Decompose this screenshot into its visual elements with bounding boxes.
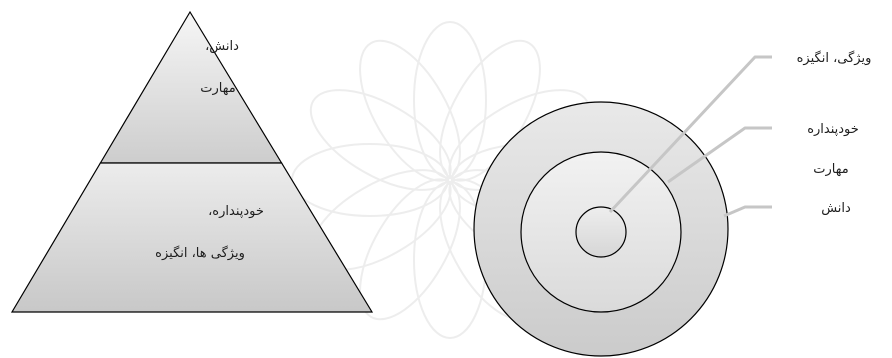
pyramid-bottom-layer: [12, 163, 372, 312]
leader-line-knowledge: [724, 207, 772, 216]
pyramid-top-label-line1: دانش،: [205, 39, 239, 54]
circle-label-traits-motives: ویژگی، انگیزه: [797, 50, 872, 66]
pyramid-bottom-label-line1: خودپنداره،: [208, 204, 264, 219]
circle-label-knowledge: دانش: [821, 201, 851, 216]
circle-label-skill: مهارت: [813, 162, 848, 177]
pyramid-bottom-label-line2: ویژگی ها، انگیزه: [155, 245, 245, 261]
concentric-circles-model: ویژگی، انگیزه خودپنداره مهارت دانش: [474, 50, 871, 356]
circle-label-self-concept: خودپنداره: [807, 122, 859, 137]
pyramid-top-layer: [100, 12, 281, 163]
inner-circle: [576, 207, 626, 257]
watermark-petal: [292, 144, 448, 216]
pyramid-top-label-line2: مهارت: [200, 81, 235, 96]
competency-pyramid: دانش، مهارت خودپنداره، ویژگی ها، انگیزه: [12, 12, 372, 312]
